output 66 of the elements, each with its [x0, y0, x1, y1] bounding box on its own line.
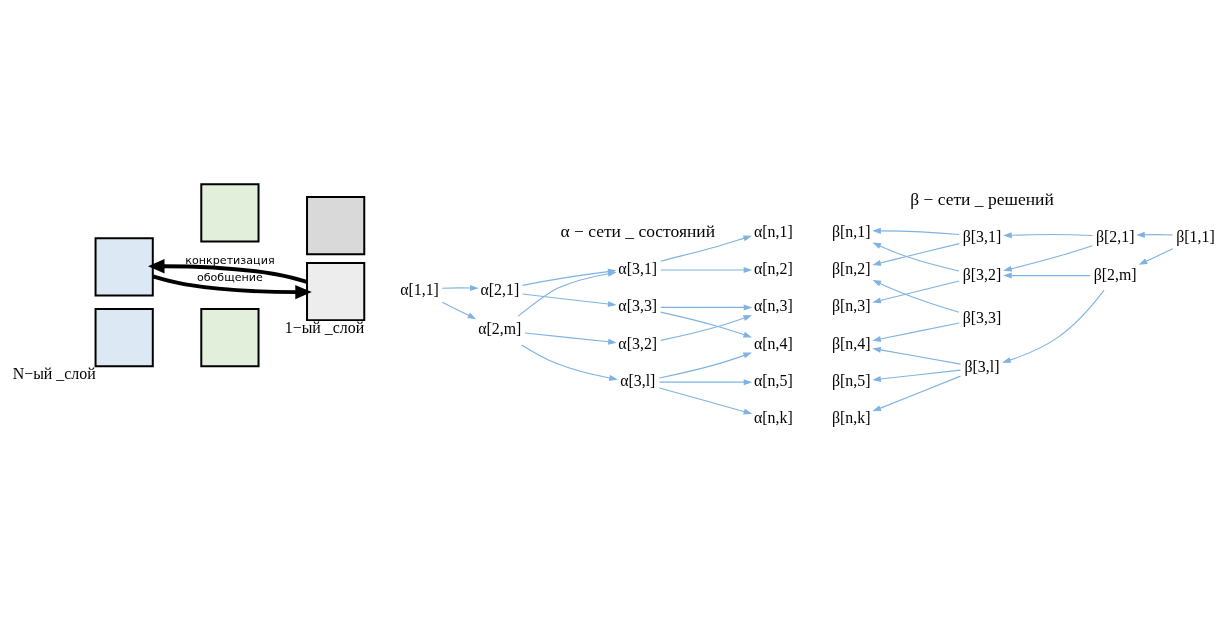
node-text: β[3,3] — [962, 308, 1002, 326]
arrow — [872, 369, 962, 382]
arrow — [441, 285, 479, 292]
arrow — [152, 274, 312, 300]
node-text: β[2,m] — [1093, 265, 1137, 283]
arrow — [660, 304, 753, 311]
arrow — [872, 346, 962, 365]
arrow — [658, 352, 753, 379]
node-text: α[2,1] — [480, 281, 520, 299]
arrow — [1003, 245, 1093, 272]
arrow — [660, 267, 753, 274]
node-box — [94, 308, 154, 368]
node-box — [200, 183, 260, 243]
node-text: α[1,1] — [400, 281, 439, 299]
arrow — [1002, 289, 1105, 363]
node-text: β[2,1] — [1095, 228, 1135, 246]
node-box — [306, 195, 366, 256]
node-text: α[n,k] — [753, 409, 793, 427]
node-text: α[n,2] — [753, 260, 793, 278]
arrow — [872, 243, 960, 266]
node-label: 1−ый _слой — [284, 318, 365, 336]
arrow — [872, 280, 960, 313]
node-text: α[n,4] — [753, 334, 793, 352]
node-text: β[3,l] — [964, 357, 1000, 375]
arrow — [872, 322, 960, 342]
node-text: β[3,1] — [962, 228, 1002, 246]
node-text: β[1,1] — [1176, 228, 1215, 246]
arrow — [872, 227, 960, 236]
edge-label: обобщение — [196, 271, 263, 285]
arrow — [521, 344, 618, 381]
node-label: N−ый _слой — [12, 364, 96, 382]
node-text: α[n,3] — [753, 297, 793, 315]
label: α − сети _ состояний — [560, 221, 716, 242]
edge-label: конкретизация — [185, 253, 275, 267]
arrow — [148, 259, 308, 284]
arrow — [521, 293, 617, 308]
node-text: α[n,5] — [753, 372, 793, 390]
node-text: β[n,5] — [831, 372, 871, 390]
arrow — [1003, 232, 1094, 239]
label: β − сети _ решений — [910, 189, 1054, 210]
node-text: β[n,3] — [831, 297, 871, 315]
node-text: β[n,4] — [831, 334, 871, 352]
node-text: α[n,1] — [753, 222, 793, 240]
node-text: β[n,k] — [831, 409, 871, 427]
arrow — [872, 280, 960, 304]
arrow — [658, 387, 753, 415]
node-box — [306, 261, 366, 322]
node-text: α[3,l] — [620, 372, 656, 390]
node-box — [94, 237, 154, 297]
node-box — [200, 308, 260, 368]
arrow — [1136, 231, 1174, 238]
arrow — [660, 235, 752, 262]
arrow — [1138, 248, 1174, 265]
node-text: β[n,2] — [831, 260, 871, 278]
node-text: α[2,m] — [478, 320, 522, 338]
node-text: β[n,1] — [831, 222, 871, 240]
arrow — [872, 375, 962, 412]
arrow — [658, 379, 753, 386]
node-text: β[3,2] — [962, 265, 1002, 283]
arrow — [1003, 272, 1091, 279]
node-text: α[3,3] — [618, 297, 658, 315]
node-text: α[3,1] — [618, 260, 658, 278]
arrow — [872, 242, 960, 272]
arrow — [441, 301, 477, 320]
node-text: α[3,2] — [618, 334, 658, 352]
arrow — [524, 332, 617, 345]
